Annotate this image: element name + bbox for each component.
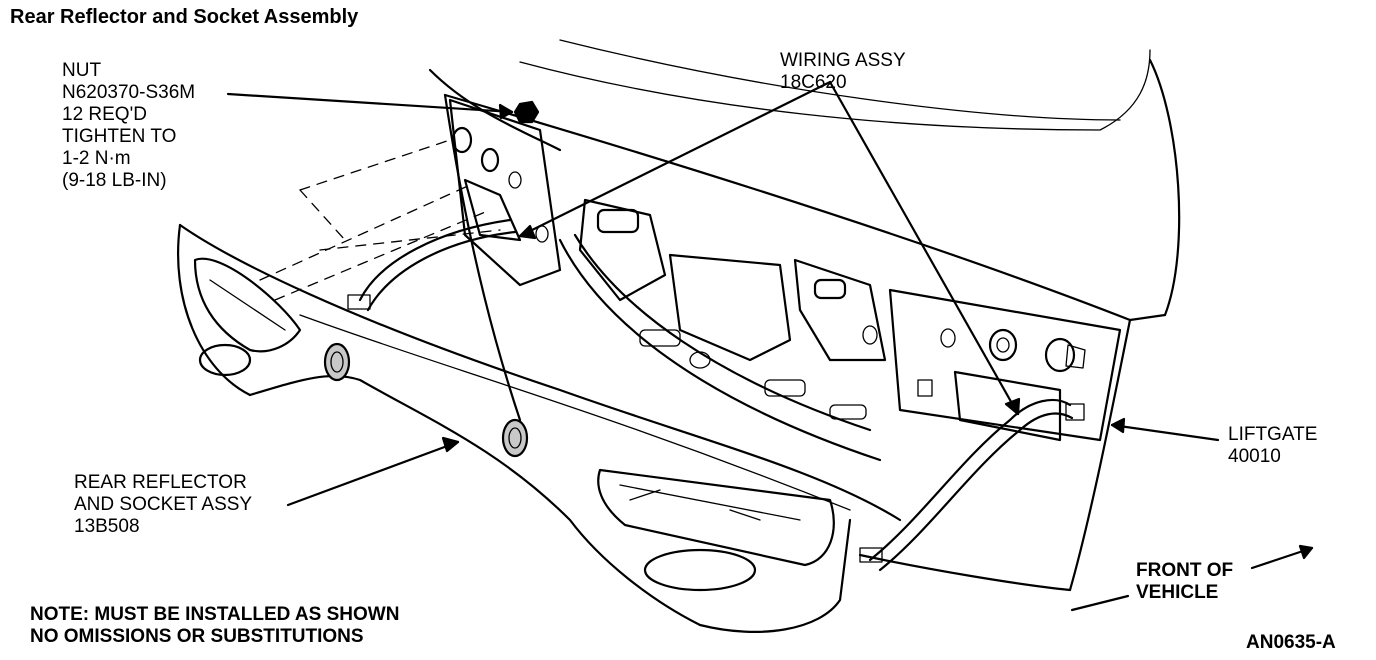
- figure-id: AN0635-A: [1246, 632, 1336, 653]
- nut-torque-metric: 1-2 N·m: [62, 148, 131, 169]
- leader-lines: [226, 80, 1314, 612]
- nut-quantity: 12 REQ'D: [62, 104, 147, 125]
- wiring-part-number: 18C620: [780, 72, 847, 93]
- nut-icon: [513, 100, 540, 124]
- liftgate-body: [428, 39, 1181, 592]
- front-label-line2: VEHICLE: [1136, 582, 1219, 603]
- liftgate-center-panel: [558, 198, 887, 462]
- front-of-vehicle-callout: FRONT OF VEHICLE: [1136, 560, 1233, 604]
- nut-part-number: N620370-S36M: [62, 82, 196, 103]
- reflector-assembly: [176, 223, 902, 633]
- figure-title: Rear Reflector and Socket Assembly: [10, 6, 359, 28]
- installation-guides: [259, 139, 501, 301]
- note-line2: NO OMISSIONS OR SUBSTITUTIONS: [30, 626, 364, 647]
- wiring-callout: WIRING ASSY 18C620: [780, 50, 906, 94]
- nut-torque-imperial: (9-18 LB-IN): [62, 170, 167, 191]
- nut-torque-label: TIGHTEN TO: [62, 126, 177, 147]
- wiring-label: WIRING ASSY: [780, 50, 906, 71]
- note-line1: NOTE: MUST BE INSTALLED AS SHOWN: [30, 604, 400, 625]
- liftgate-callout: LIFTGATE 40010: [1228, 424, 1317, 468]
- liftgate-part-number: 40010: [1228, 446, 1281, 467]
- front-label-line1: FRONT OF: [1136, 560, 1234, 581]
- liftgate-right-panel: [888, 288, 1122, 442]
- reflector-part-number: 13B508: [74, 516, 140, 537]
- reflector-label-line2: AND SOCKET ASSY: [74, 494, 253, 515]
- wiring-harness: [347, 218, 1085, 572]
- liftgate-label: LIFTGATE: [1228, 424, 1318, 445]
- liftgate-left-panel: [448, 98, 562, 287]
- nut-callout: NUT N620370-S36M 12 REQ'D TIGHTEN TO 1-2…: [62, 60, 195, 192]
- nut-label: NUT: [62, 60, 102, 81]
- reflector-callout: REAR REFLECTOR AND SOCKET ASSY 13B508: [74, 472, 252, 538]
- reflector-label-line1: REAR REFLECTOR: [74, 472, 247, 493]
- installation-note: NOTE: MUST BE INSTALLED AS SHOWN NO OMIS…: [30, 604, 399, 648]
